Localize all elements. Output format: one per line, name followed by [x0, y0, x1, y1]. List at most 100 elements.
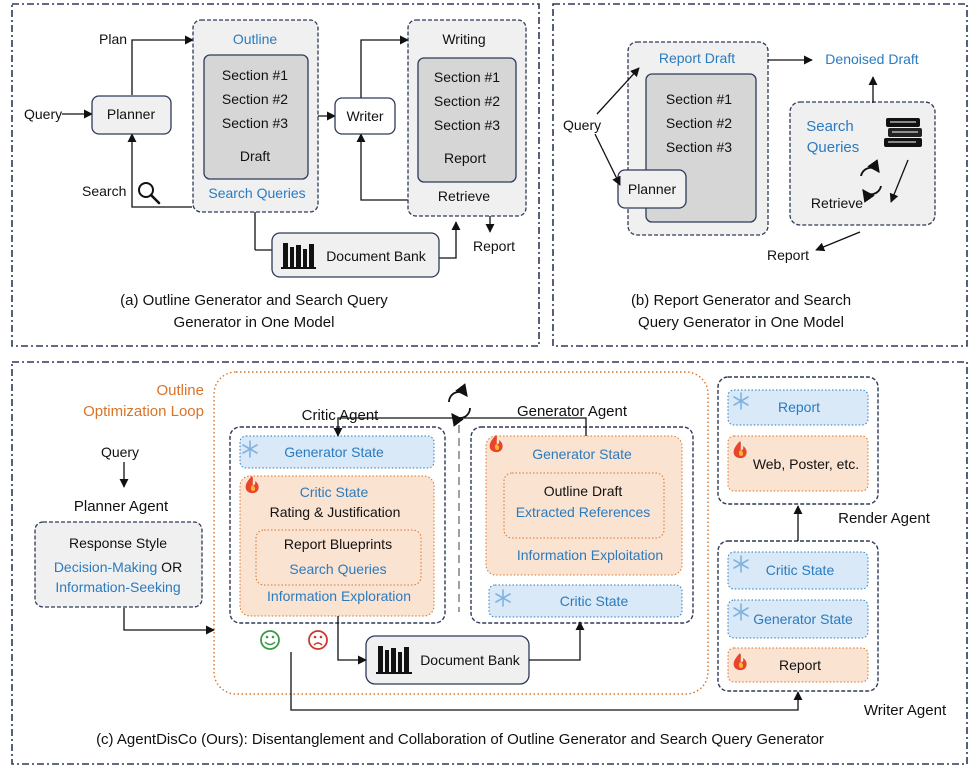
draft-section-2: Section #2 — [666, 115, 732, 131]
response-style-label: Response Style — [69, 535, 167, 551]
outline-section-3: Section #3 — [222, 115, 288, 131]
retrieve-label-b: Retrieve — [811, 195, 863, 211]
snowflake-icon — [733, 392, 749, 410]
render-web-box — [727, 435, 869, 492]
writing-section-2: Section #2 — [434, 93, 500, 109]
search-queries-label-a: Search Queries — [208, 185, 305, 201]
panel-c: Outline Optimization Loop Query Planner … — [34, 371, 947, 748]
caption-c: (c) AgentDisCo (Ours): Disentanglement a… — [96, 731, 824, 748]
render-report-box — [727, 389, 869, 426]
planner-label-a: Planner — [107, 106, 156, 122]
writer-critic-state-label: Critic State — [766, 562, 835, 578]
outline-title: Outline — [233, 31, 278, 47]
writer-label: Writer — [346, 108, 383, 124]
decision-making-label: Decision-Making — [54, 559, 157, 575]
draft-label: Draft — [240, 148, 270, 164]
report-draft-title: Report Draft — [659, 50, 735, 66]
queries-label-b: Queries — [807, 139, 860, 156]
retrieve-label-a: Retrieve — [438, 188, 490, 204]
report-out-label-a: Report — [473, 238, 515, 254]
or-label: OR — [157, 559, 182, 575]
caption-b-line1: (b) Report Generator and Search — [631, 292, 851, 309]
report-label-b: Report — [767, 247, 809, 263]
search-label-b: Search — [806, 118, 854, 135]
render-agent-box — [717, 376, 879, 505]
document-bank-label-c: Document Bank — [420, 652, 521, 668]
query-label-c: Query — [101, 444, 139, 460]
response-style-box — [34, 521, 203, 608]
response-style-options: Decision-Making OR — [54, 559, 182, 575]
report-blueprints-label: Report Blueprints — [284, 536, 392, 552]
planner-box-a — [91, 95, 172, 135]
search-queries-label-c: Search Queries — [289, 561, 386, 577]
render-report-label: Report — [778, 399, 820, 415]
panel-a: Query Plan Search Planner Outline Sectio… — [24, 19, 527, 331]
caption-a-line2: Generator in One Model — [174, 314, 335, 331]
writer-generator-state-box — [727, 599, 869, 639]
draft-section-3: Section #3 — [666, 139, 732, 155]
search-label-a: Search — [82, 183, 126, 199]
snowflake-icon — [242, 440, 258, 458]
caption-b-line2: Query Generator in One Model — [638, 314, 844, 331]
extracted-references-label: Extracted References — [516, 504, 651, 520]
report-blueprints-box — [255, 529, 422, 586]
writer-report-box — [727, 647, 869, 683]
information-exploration-label: Information Exploration — [267, 588, 411, 604]
gen-critic-state-box — [488, 584, 683, 618]
writer-generator-state-label: Generator State — [753, 611, 853, 627]
panel-b: Query Report Draft Section #1 Section #2… — [563, 41, 936, 331]
gen-critic-state-label: Critic State — [560, 593, 629, 609]
writer-report-label: Report — [779, 657, 821, 673]
fire-icon — [245, 476, 259, 494]
happy-face-icon — [260, 630, 280, 650]
loop-label-1: Outline — [156, 382, 204, 399]
critic-state-label: Critic State — [300, 484, 369, 500]
writer-box — [334, 97, 396, 135]
snowflake-icon — [733, 603, 749, 621]
planner-box-b — [617, 169, 687, 209]
outline-draft-box — [503, 472, 665, 539]
query-label-b: Query — [563, 117, 601, 133]
books-icon — [281, 243, 316, 269]
outline-inner — [203, 54, 309, 180]
cycle-icon — [448, 383, 471, 427]
draft-section-1: Section #1 — [666, 91, 732, 107]
snowflake-icon — [733, 555, 749, 573]
caption-a-line1: (a) Outline Generator and Search Query — [120, 292, 388, 309]
planner-label-b: Planner — [628, 181, 677, 197]
planner-agent-label: Planner Agent — [74, 498, 169, 515]
writer-agent-label: Writer Agent — [864, 702, 947, 719]
report-inner-label: Report — [444, 150, 486, 166]
writing-section-3: Section #3 — [434, 117, 500, 133]
information-seeking-label: Information-Seeking — [55, 579, 180, 595]
render-agent-label: Render Agent — [838, 510, 931, 527]
generator-agent-label: Generator Agent — [517, 403, 628, 420]
writing-title: Writing — [442, 31, 485, 47]
outline-section-2: Section #2 — [222, 91, 288, 107]
panel-c-border — [11, 361, 968, 765]
fire-icon — [733, 653, 747, 671]
plan-label: Plan — [99, 31, 127, 47]
outline-section-1: Section #1 — [222, 67, 288, 83]
document-bank-label-a: Document Bank — [326, 248, 427, 264]
writing-section-1: Section #1 — [434, 69, 500, 85]
optimization-loop-border — [213, 371, 709, 695]
fire-icon — [489, 435, 503, 453]
outline-draft-label: Outline Draft — [544, 483, 623, 499]
books-icon — [884, 118, 922, 147]
gen-generator-state-label: Generator State — [532, 446, 632, 462]
information-exploitation-label: Information Exploitation — [517, 547, 663, 563]
denoised-draft-label: Denoised Draft — [825, 51, 918, 67]
panel-a-border — [11, 3, 540, 347]
writing-inner — [417, 57, 517, 183]
render-web-label: Web, Poster, etc. — [753, 456, 859, 472]
rating-label: Rating & Justification — [270, 504, 401, 520]
writer-critic-state-box — [727, 551, 869, 590]
magnifier-icon — [138, 182, 161, 205]
loop-label-2: Optimization Loop — [83, 403, 204, 420]
snowflake-icon — [495, 589, 511, 607]
query-label-a: Query — [24, 106, 62, 122]
cycle-icon — [860, 159, 882, 203]
